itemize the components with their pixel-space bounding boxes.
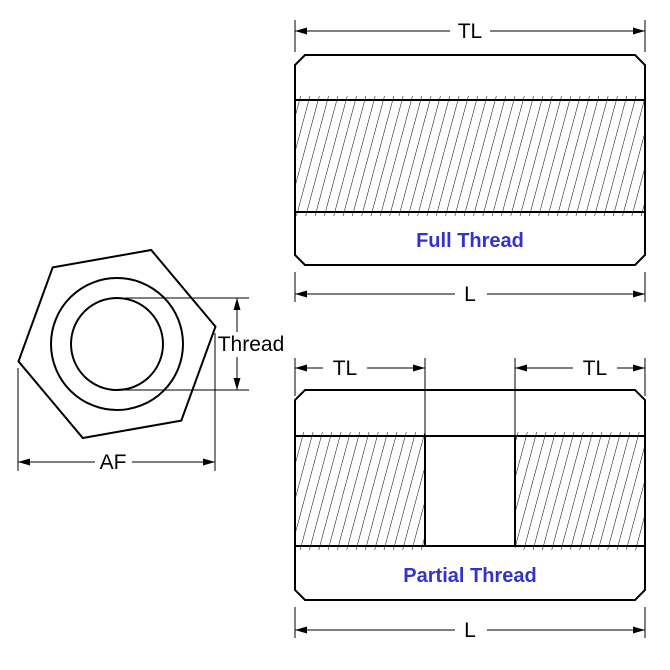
partial-thread-length-label: L <box>464 619 476 642</box>
full-thread-hatch <box>296 96 644 216</box>
full-thread-length-label: L <box>464 283 476 306</box>
af-arrow-right <box>203 458 215 466</box>
l-arrow-left <box>295 626 307 634</box>
tl-arrow-right <box>633 27 645 35</box>
partial-thread-tl-right-label: TL <box>583 357 608 380</box>
thread-dimension-label: Thread <box>218 333 285 356</box>
partial-thread-tl-right-dimension: TL <box>514 357 646 440</box>
af-dimension-label: AF <box>100 451 127 474</box>
af-arrow-left <box>18 458 30 466</box>
thread-arrow-down <box>233 378 241 390</box>
tl-right-arrow-inner <box>515 364 527 372</box>
front-view: Thread AF <box>17 248 285 474</box>
full-thread-tl-label: TL <box>458 20 483 43</box>
thread-inner-circle <box>70 297 164 391</box>
l-arrow-right <box>633 290 645 298</box>
partial-thread-tl-left-dimension: TL <box>294 357 426 440</box>
partial-thread-caption: Partial Thread <box>403 565 536 587</box>
thread-arrow-up <box>233 298 241 310</box>
full-thread-body-outline <box>294 54 646 266</box>
af-dimension: AF <box>17 333 216 474</box>
partial-thread-tl-left-label: TL <box>333 357 358 380</box>
tl-right-arrow-outer <box>633 364 645 372</box>
thread-outer-circle <box>50 277 184 411</box>
partial-thread-length-dimension: L <box>294 607 646 642</box>
hex-body-outline <box>17 248 217 440</box>
tl-left-arrow-inner <box>413 364 425 372</box>
tl-arrow-left <box>295 27 307 35</box>
l-arrow-left <box>295 290 307 298</box>
l-arrow-right <box>633 626 645 634</box>
tl-left-arrow-outer <box>295 364 307 372</box>
partial-thread-view: Partial Thread TL TL <box>294 357 646 642</box>
partial-thread-hatch-left <box>296 432 425 550</box>
full-thread-tl-dimension: TL <box>294 20 646 52</box>
full-thread-caption: Full Thread <box>416 230 524 252</box>
partial-thread-body-outline <box>294 389 646 601</box>
partial-thread-hatch-right <box>515 432 644 550</box>
thread-dimension: Thread <box>125 297 285 391</box>
full-thread-view: Full Thread TL L <box>294 20 646 306</box>
full-thread-length-dimension: L <box>294 272 646 306</box>
